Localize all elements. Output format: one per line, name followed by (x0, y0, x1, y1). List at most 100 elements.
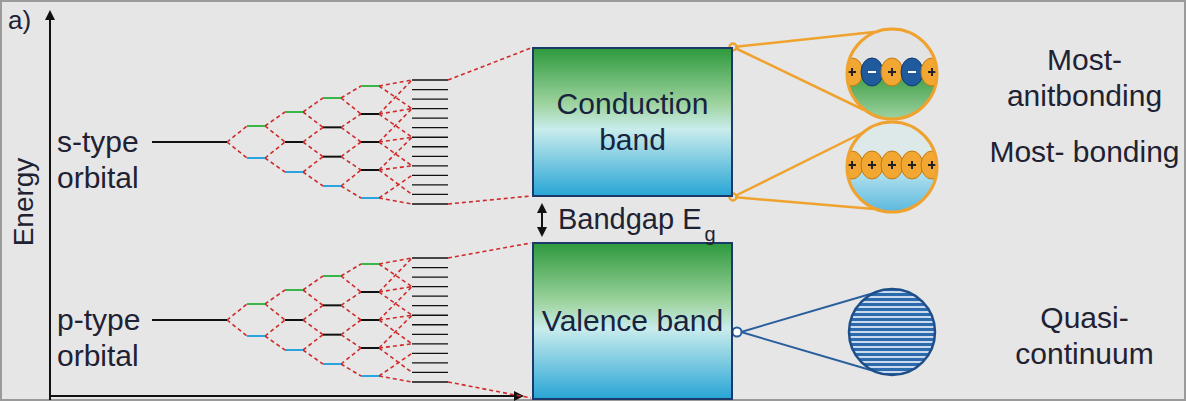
plus-sign (931, 68, 933, 76)
energy-level (323, 363, 341, 365)
panel-letter: a) (8, 2, 48, 38)
level-line (847, 336, 937, 337)
energy-level (412, 127, 448, 128)
energy-level (285, 111, 303, 113)
splitting-line (448, 48, 531, 80)
energy-level (412, 165, 448, 166)
zoom-caption: Most- anitbonding (987, 42, 1182, 114)
energy-level (412, 276, 448, 277)
orbital-lobe (861, 58, 883, 86)
energy-level (285, 171, 303, 173)
splitting-line (379, 175, 412, 198)
energy-level (412, 146, 448, 147)
splitting-line (265, 304, 285, 320)
plus-sign (851, 68, 853, 76)
minus-sign (868, 71, 876, 73)
energy-level (247, 303, 265, 305)
energy-level (323, 97, 341, 99)
energy-level (247, 125, 265, 127)
level-line (847, 366, 937, 367)
axis-label: Energy (6, 142, 42, 262)
splitting-line (341, 142, 361, 157)
orbital-lobe (881, 58, 903, 86)
bandgap-arrow (541, 205, 543, 235)
splitting-line (379, 80, 412, 114)
splitting-line (379, 348, 412, 372)
splitting-line (341, 305, 361, 320)
splitting-line (379, 287, 412, 320)
zoom-circle (847, 29, 937, 119)
splitting-line (379, 109, 412, 142)
energy-level (412, 362, 448, 363)
energy-level (412, 296, 448, 297)
energy-level (412, 343, 448, 344)
energy-level (361, 375, 379, 377)
energy-level (285, 319, 303, 321)
orbital-lobe (861, 151, 883, 179)
energy-level (323, 304, 341, 306)
level-line (847, 346, 937, 347)
minus-sign (908, 71, 916, 73)
level-line (847, 351, 937, 352)
splitting-line (379, 315, 412, 348)
energy-level (412, 257, 448, 258)
level-line (847, 341, 937, 342)
zoom-caption: Quasi- continuum (987, 300, 1182, 372)
plus-sign (911, 161, 913, 169)
splitting-line (379, 198, 412, 204)
energy-level (361, 291, 379, 293)
level-line (847, 326, 937, 327)
continuum-zoom (842, 282, 942, 382)
energy-level (361, 85, 379, 87)
energy-level (152, 141, 227, 143)
splitting-line (448, 382, 531, 398)
energy-level (361, 197, 379, 199)
orbital-label: s-type orbital (57, 124, 192, 196)
splitting-line (341, 335, 361, 348)
energy-level (412, 315, 448, 316)
splitting-line (265, 158, 285, 172)
bandgap-label: Bandgap E (558, 201, 702, 237)
splitting-line (227, 320, 247, 336)
band-label: Conduction band (540, 86, 725, 158)
energy-level (323, 156, 341, 158)
splitting-line (341, 114, 361, 127)
splitting-line (265, 126, 285, 142)
splitting-line (227, 304, 247, 320)
energy-level (285, 289, 303, 291)
splitting-line (379, 287, 412, 292)
splitting-line (303, 157, 323, 172)
energy-level (323, 185, 341, 187)
energy-level (323, 126, 341, 128)
energy-level (412, 118, 448, 119)
energy-level (285, 349, 303, 351)
level-line (847, 296, 937, 297)
splitting-line (341, 264, 361, 276)
energy-level (412, 334, 448, 335)
energy-level (412, 286, 448, 287)
energy-level (412, 203, 448, 204)
subscript: g (705, 223, 716, 245)
splitting-line (379, 80, 412, 86)
splitting-line (379, 137, 412, 170)
energy-band: Valence band (532, 242, 733, 400)
energy-level (412, 175, 448, 176)
antibonding-zoom (841, 22, 943, 134)
splitting-line (303, 290, 323, 305)
plus-sign (851, 161, 853, 169)
energy-level (361, 113, 379, 115)
splitting-line (379, 109, 412, 114)
splitting-line (379, 344, 412, 348)
splitting-line (341, 292, 361, 305)
energy-level (412, 108, 448, 109)
plus-sign (891, 161, 893, 169)
splitting-line (303, 276, 323, 290)
splitting-line (227, 142, 247, 158)
splitting-line (303, 172, 323, 186)
plus-sign (871, 161, 873, 169)
splitting-line (341, 170, 361, 186)
level-line (847, 371, 937, 372)
splitting-line (341, 157, 361, 170)
level-line (847, 311, 937, 312)
